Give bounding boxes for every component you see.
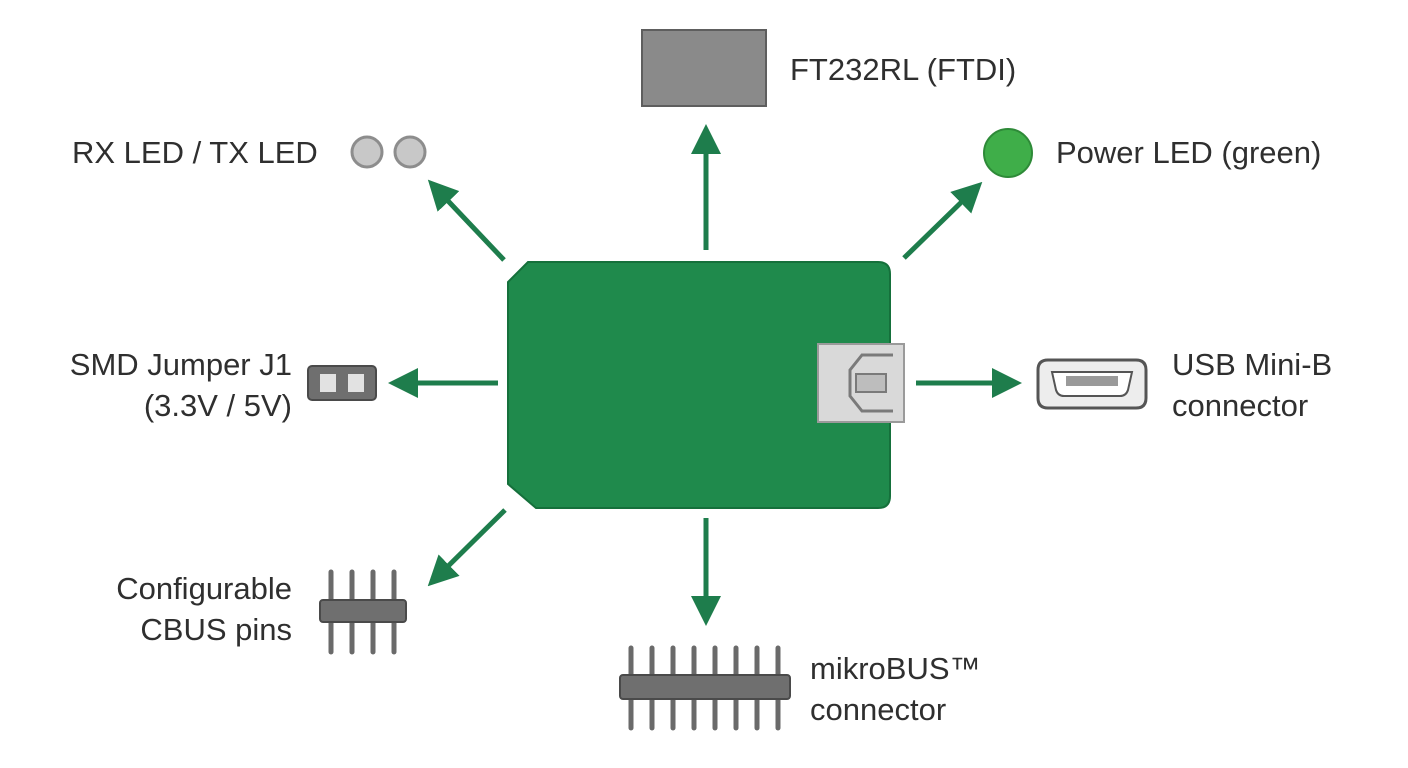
label-smd-jumper-line2: (3.3V / 5V) [143, 388, 292, 423]
usb-port-on-board-icon [817, 343, 905, 423]
arrow-to-cbus-pins [427, 508, 507, 587]
pcb-board [507, 261, 891, 509]
label-usb-line1: USB Mini-B [1172, 347, 1333, 382]
arrow-to-rx-tx-led [427, 179, 506, 262]
power-led-icon [983, 128, 1033, 178]
usb-mini-b-icon [1036, 358, 1148, 410]
label-mikrobus-line2: connector [810, 692, 947, 727]
cbus-pin-header-icon [319, 569, 407, 655]
ft232rl-chip-icon [641, 29, 767, 107]
label-mikrobus-line1: mikroBUS™ [810, 651, 981, 686]
rx-tx-led-icon [350, 135, 427, 169]
label-cbus-line1: Configurable [116, 571, 292, 606]
label-ft232rl: FT232RL (FTDI) [790, 52, 1017, 87]
label-power-led: Power LED (green) [1056, 135, 1322, 170]
label-smd-jumper: SMD Jumper J1 (3.3V / 5V) [30, 344, 292, 426]
mikrobus-header-icon [619, 645, 791, 731]
smd-jumper-icon [307, 365, 377, 401]
label-smd-jumper-line1: SMD Jumper J1 [69, 347, 292, 382]
label-rx-tx-led: RX LED / TX LED [72, 135, 318, 170]
label-usb-line2: connector [1172, 388, 1309, 423]
label-cbus-line2: CBUS pins [140, 612, 292, 647]
label-usb-connector: USB Mini-B connector [1172, 344, 1332, 426]
label-mikrobus: mikroBUS™ connector [810, 648, 981, 730]
label-cbus-pins: Configurable CBUS pins [40, 568, 292, 650]
arrows [388, 124, 1022, 626]
arrow-to-power-led [902, 181, 983, 260]
